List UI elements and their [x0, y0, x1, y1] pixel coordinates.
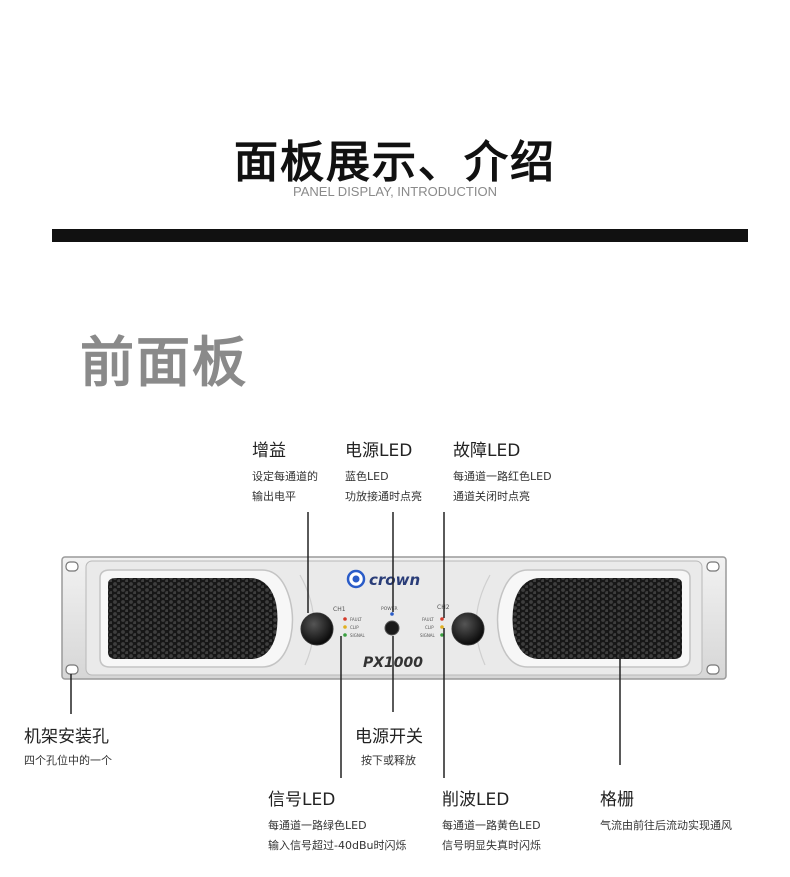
callout-fault-led: 故障LED 每通道一路红色LED 通道关闭时点亮	[453, 436, 552, 507]
callout-gain-desc-2: 输出电平	[252, 490, 296, 503]
callout-power-switch-title: 电源开关	[355, 727, 423, 747]
ch2-clip-led	[440, 625, 444, 629]
callout-clip-led-desc-1: 每通道一路黄色LED	[442, 819, 541, 832]
callout-clip-led-desc-2: 信号明显失真时闪烁	[442, 839, 541, 852]
callout-gain-title: 增益	[252, 441, 286, 461]
rack-hole-bottom-right	[706, 664, 720, 675]
ch2-fault-led	[440, 617, 444, 621]
callout-power-switch: 电源开关 按下或释放	[355, 722, 423, 771]
callout-power-led: 电源LED 蓝色LED 功放接通时点亮	[345, 436, 422, 507]
callout-grille-title: 格栅	[600, 790, 634, 810]
page-subtitle: PANEL DISPLAY, INTRODUCTION	[293, 184, 497, 199]
rack-hole-bottom-left	[65, 664, 79, 675]
callout-rack-hole-desc-1: 四个孔位中的一个	[24, 754, 112, 767]
right-grille-holes	[512, 578, 682, 659]
ch1-fault-text: FAULT	[350, 617, 362, 622]
callout-clip-led: 削波LED 每通道一路黄色LED 信号明显失真时闪烁	[442, 785, 541, 856]
section-title: 前面板	[80, 331, 248, 394]
ch1-signal-text: SIGNAL	[350, 633, 366, 638]
ch1-fault-led	[343, 617, 347, 621]
callout-fault-led-desc-2: 通道关闭时点亮	[453, 490, 530, 503]
callout-gain-desc-1: 设定每通道的	[252, 470, 318, 483]
ch1-gain-knob[interactable]	[300, 612, 334, 646]
callout-grille: 格栅 气流由前往后流动实现通风	[600, 785, 732, 836]
ch1-clip-led	[343, 625, 347, 629]
power-label: POWER	[381, 606, 398, 612]
callout-grille-desc-1: 气流由前往后流动实现通风	[600, 819, 732, 832]
callout-signal-led-title: 信号LED	[268, 790, 336, 810]
callout-power-led-title: 电源LED	[345, 441, 413, 461]
ch2-clip-text: CLIP	[425, 625, 434, 630]
ch1-signal-led	[343, 633, 347, 637]
callout-fault-led-desc-1: 每通道一路红色LED	[453, 470, 552, 483]
callout-rack-hole: 机架安装孔 四个孔位中的一个	[24, 722, 112, 771]
ch2-signal-led	[440, 633, 444, 637]
callout-rack-hole-title: 机架安装孔	[24, 727, 109, 747]
ch2-fault-text: FAULT	[422, 617, 434, 622]
page-title: 面板展示、介绍	[234, 137, 556, 188]
ch2-gain-knob[interactable]	[451, 612, 485, 646]
rack-hole-top-right	[706, 561, 720, 572]
callout-fault-led-title: 故障LED	[453, 441, 521, 461]
ch1-label: CH1	[333, 606, 346, 613]
ch1-clip-text: CLIP	[350, 625, 359, 630]
power-led	[390, 612, 394, 616]
power-switch[interactable]	[384, 620, 400, 636]
rack-hole-top-left	[65, 561, 79, 572]
header-divider	[52, 229, 748, 242]
brand-name: crown	[369, 571, 420, 589]
crown-logo-dot	[352, 575, 360, 583]
callout-signal-led: 信号LED 每通道一路绿色LED 输入信号超过-40dBu时闪烁	[268, 785, 406, 856]
callout-signal-led-desc-2: 输入信号超过-40dBu时闪烁	[268, 839, 407, 852]
callout-clip-led-title: 削波LED	[442, 790, 510, 810]
ch2-signal-text: SIGNAL	[420, 633, 436, 638]
callout-power-led-desc-1: 蓝色LED	[345, 470, 389, 483]
callout-signal-led-desc-1: 每通道一路绿色LED	[268, 819, 367, 832]
callout-gain: 增益 设定每通道的 输出电平	[252, 436, 318, 507]
callout-power-switch-desc-1: 按下或释放	[361, 754, 416, 767]
callout-power-led-desc-2: 功放接通时点亮	[345, 490, 422, 503]
left-grille-holes	[108, 578, 278, 659]
